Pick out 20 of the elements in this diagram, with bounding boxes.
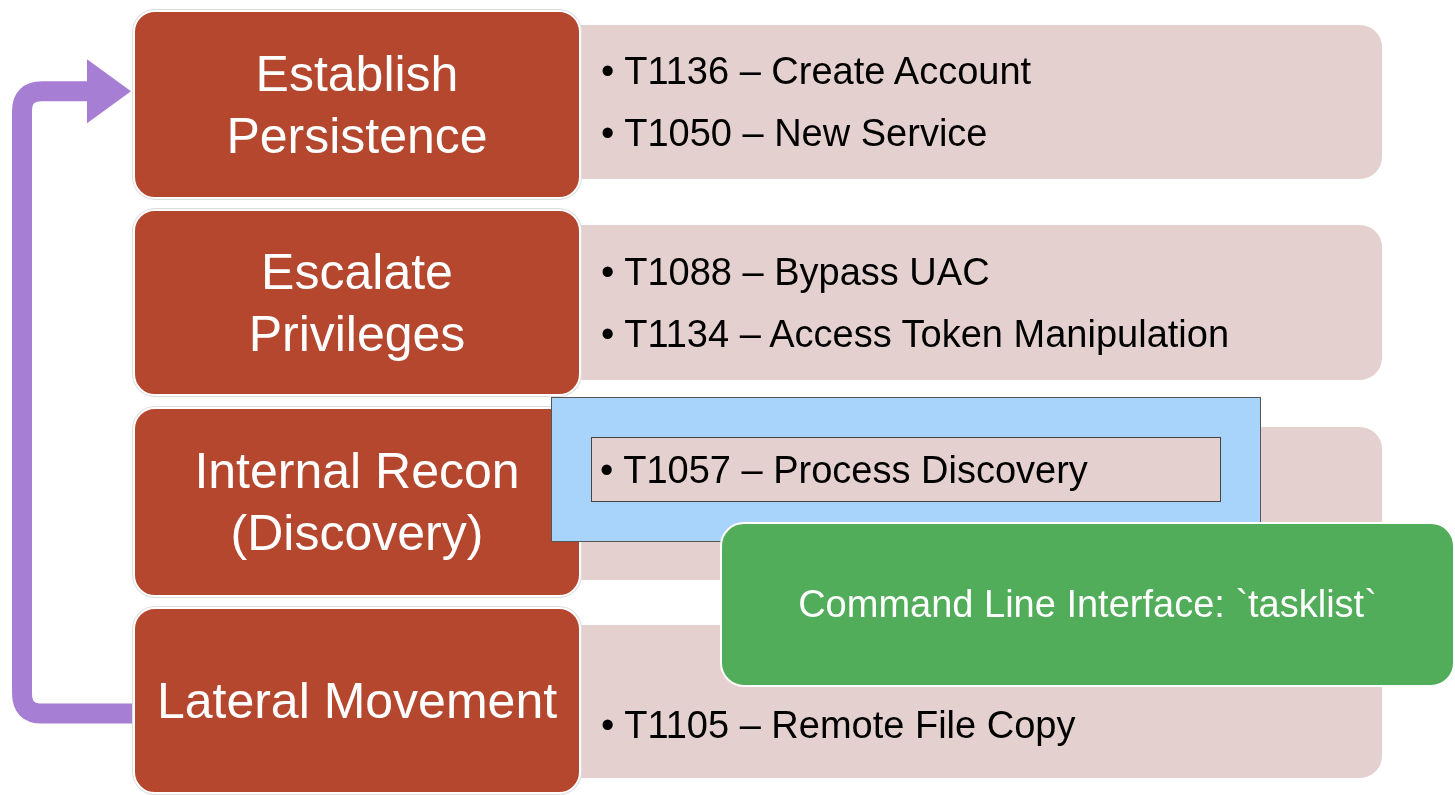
stage-box: [133, 607, 581, 794]
technique-panel: [581, 225, 1382, 380]
technique-item: • T1136 – Create Account: [601, 49, 1033, 94]
technique-item: • T1050 – New Service: [601, 111, 989, 156]
stage-title: Internal Recon (Discovery): [193, 442, 521, 563]
stage-box: [133, 209, 581, 396]
stage-title: Establish Persistence: [225, 44, 489, 166]
technique-item: • T1105 – Remote File Copy: [601, 703, 1077, 748]
technique-item: • T1088 – Bypass UAC: [601, 249, 991, 295]
stage-box: [133, 407, 581, 597]
highlighted-technique: [591, 437, 1221, 502]
technique-panel: [581, 25, 1382, 179]
stage-box: [133, 10, 581, 199]
stage-title: Escalate Privileges: [247, 242, 467, 364]
callout-text: Command Line Interface: `tasklist`: [798, 583, 1377, 626]
technique-item: • T1057 – Process Discovery: [600, 447, 1089, 493]
technique-item: • T1134 – Access Token Manipulation: [601, 311, 1231, 357]
command-tooltip: [720, 522, 1455, 687]
stage-title: Lateral Movement: [155, 671, 559, 731]
loop-arrow: [12, 59, 133, 724]
